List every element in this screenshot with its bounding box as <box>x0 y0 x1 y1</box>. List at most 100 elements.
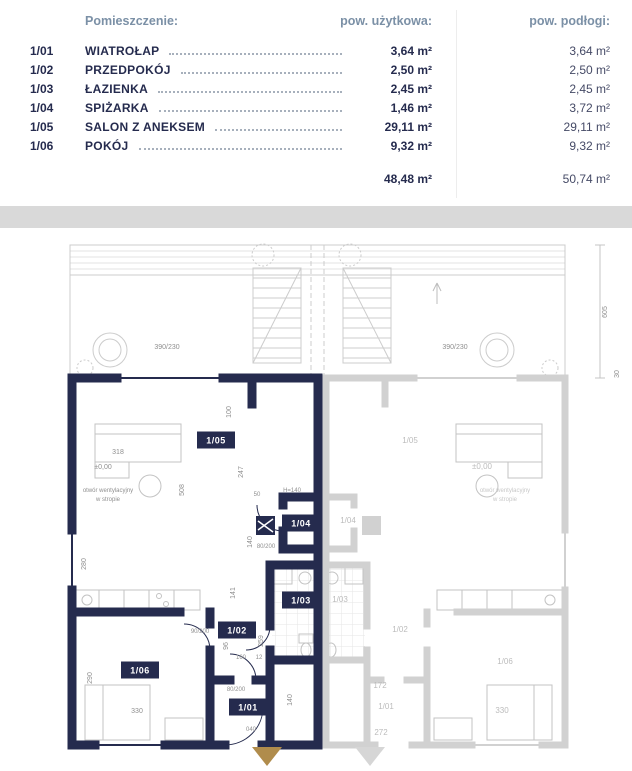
svg-text:1/04: 1/04 <box>291 519 311 529</box>
table-row: 1/06 POKÓJ 9,32 m² 9,32 m² <box>0 139 632 158</box>
patio-table-left <box>92 332 128 368</box>
plan-annotation: H=140 <box>283 488 302 494</box>
room-name: PRZEDPOKÓJ <box>85 63 171 77</box>
plan-annotation: 160 <box>236 655 247 661</box>
plan-annotation: 1/05 <box>402 436 418 445</box>
room-floor-area: 9,32 m² <box>569 139 610 153</box>
svg-text:1/03: 1/03 <box>291 596 311 606</box>
room-usable-area: 29,11 m² <box>384 120 432 134</box>
plan-annotation: 96 <box>223 642 230 650</box>
room-usable-area: 9,32 m² <box>390 139 432 153</box>
plan-annotation: 318 <box>112 449 124 456</box>
room-table: Pomieszczenie: pow. użytkowa: pow. podło… <box>0 0 632 206</box>
plan-annotation: 50 <box>254 492 261 498</box>
room-name: ŁAZIENKA <box>85 82 149 96</box>
room-name: SALON Z ANEKSEM <box>85 120 206 134</box>
plan-annotation: 290 <box>87 672 94 684</box>
room-badge: 1/04 <box>282 514 320 532</box>
room-number: 1/06 <box>30 139 54 153</box>
room-badge: 1/03 <box>282 591 320 609</box>
plan-annotation: 330 <box>131 708 143 715</box>
left-unit-walls <box>67 373 323 750</box>
dotted-leader <box>215 128 342 131</box>
duct-left <box>256 516 275 535</box>
header-room: Pomieszczenie: <box>85 14 179 28</box>
plan-annotation: 272 <box>374 728 388 737</box>
svg-text:1/05: 1/05 <box>206 436 226 446</box>
dimension-line <box>595 244 605 379</box>
divider-band <box>0 206 632 228</box>
room-floor-area: 2,45 m² <box>569 82 610 96</box>
svg-text:1/01: 1/01 <box>238 703 258 713</box>
plan-annotation: ±0,00 <box>94 464 112 471</box>
room-name: WIATROŁAP <box>85 44 160 58</box>
plan-annotation: 280 <box>81 558 88 570</box>
room-usable-area: 1,46 m² <box>390 101 432 115</box>
header-usable-area: pow. użytkowa: <box>340 14 432 28</box>
right-unit-walls <box>320 374 569 749</box>
room-number: 1/02 <box>30 63 54 77</box>
table-row: 1/05 SALON Z ANEKSEM 29,11 m² 29,11 m² <box>0 120 632 139</box>
room-floor-area: 2,50 m² <box>569 63 610 77</box>
room-usable-area: 2,45 m² <box>390 82 432 96</box>
total-floor-area: 50,74 m² <box>562 172 610 186</box>
room-badge: 1/06 <box>121 661 159 679</box>
room-number: 1/05 <box>30 120 54 134</box>
plan-annotation: 605 <box>602 306 609 318</box>
plan-annotation: 80/200 <box>227 687 246 693</box>
floorplan-svg: 1/05 1/04 1/03 1/02 1/06 1/01 390/230 390/230 60… <box>67 243 621 766</box>
table-row: 1/01 WIATROŁAP 3,64 m² 3,64 m² <box>0 44 632 63</box>
plan-annotation: 140 <box>247 536 254 548</box>
plan-annotation: 1/03 <box>332 595 348 604</box>
plan-annotation: 1/04 <box>340 516 356 525</box>
plan-annotation: 259 <box>258 635 265 647</box>
terrace-layer <box>69 243 605 379</box>
plan-annotation: 390/230 <box>154 344 179 351</box>
table-header: Pomieszczenie: pow. użytkowa: pow. podło… <box>0 0 632 28</box>
bathroom-tiles-right <box>328 567 365 658</box>
plan-annotation: 1/01 <box>378 702 394 711</box>
north-arrow <box>432 282 442 304</box>
room-floor-area: 29,11 m² <box>563 120 610 134</box>
plan-annotation: w stropie <box>492 497 518 503</box>
room-usable-area: 3,64 m² <box>390 44 432 58</box>
stairs-right <box>342 267 392 364</box>
plan-annotation: 172 <box>373 681 387 690</box>
plan-annotation: 140 <box>287 694 294 706</box>
room-number: 1/03 <box>30 82 54 96</box>
dotted-leader <box>158 109 342 112</box>
duct-right <box>362 516 381 535</box>
entrance-arrow-right <box>355 747 385 766</box>
plan-annotation: otwór wentylacyjny <box>480 488 530 494</box>
room-table-rows: 1/01 WIATROŁAP 3,64 m² 3,64 m² 1/02 PRZEDPOKÓ… <box>0 44 632 158</box>
patio-table-right <box>479 332 515 368</box>
plan-annotation: 1/06 <box>497 657 513 666</box>
room-number: 1/01 <box>30 44 54 58</box>
plan-annotation: 508 <box>179 484 186 496</box>
room-name: SPIŻARKA <box>85 101 149 115</box>
column-divider <box>456 10 457 198</box>
dotted-leader <box>180 71 342 74</box>
plan-annotation: ±0,00 <box>472 462 493 471</box>
room-badge: 1/01 <box>229 698 267 716</box>
room-badge: 1/02 <box>218 621 256 639</box>
header-floor-area: pow. podłogi: <box>529 14 610 28</box>
dotted-leader <box>138 147 342 150</box>
svg-text:1/06: 1/06 <box>130 666 150 676</box>
room-name: POKÓJ <box>85 139 129 153</box>
dotted-leader <box>169 52 342 55</box>
floorplan: 1/05 1/04 1/03 1/02 1/06 1/01 390/230 390/230 60… <box>0 228 632 766</box>
plant-icon <box>76 243 559 377</box>
entrance-arrow <box>252 747 282 766</box>
svg-text:1/02: 1/02 <box>227 626 247 636</box>
plan-annotation: 040 <box>246 727 257 733</box>
plan-annotation: w stropie <box>95 497 121 503</box>
right-unit-windows <box>414 377 566 746</box>
plan-annotation: otwór wentylacyjny <box>83 488 133 494</box>
plan-annotation: 330 <box>495 706 509 715</box>
room-floor-area: 3,64 m² <box>569 44 610 58</box>
plan-annotation: 390/230 <box>442 344 467 351</box>
